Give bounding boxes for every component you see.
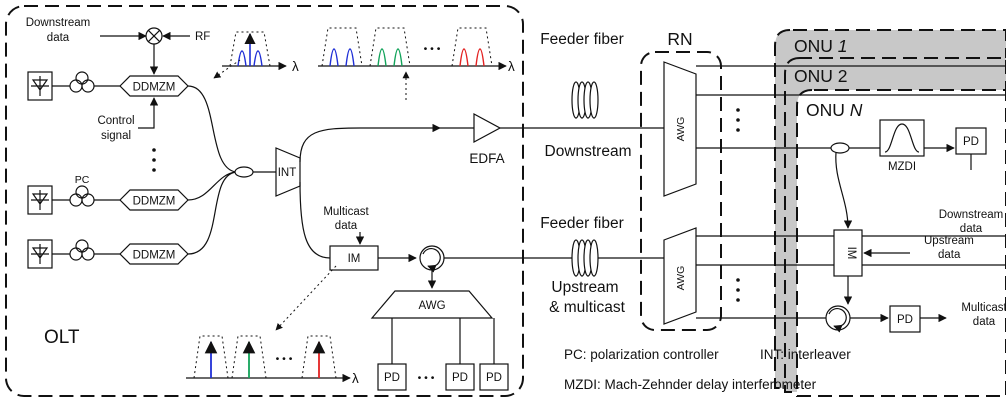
control-signal-label-line1: Control — [97, 115, 134, 127]
interleaver-label: INT — [278, 167, 297, 179]
pc-label: PC — [75, 174, 90, 186]
rf-label: RF — [195, 31, 210, 43]
mzdi-label: MZDI — [888, 161, 916, 173]
onu-multicast-data-line1: Multicast — [961, 302, 1006, 314]
onu-pd-multicast-label: PD — [897, 314, 913, 326]
onu-n-label: ONU N — [806, 100, 863, 120]
onu-pd-downstream-label: PD — [963, 136, 979, 148]
spectrum-3-ellipsis: • • • — [276, 353, 293, 365]
olt-im-label: IM — [348, 253, 361, 265]
legend-mzdi: MZDI: Mach-Zehnder delay interferometer — [564, 377, 817, 392]
control-signal-label-line2: signal — [101, 130, 131, 142]
rf-mixer — [145, 27, 163, 45]
onu-downstream-data-line2: data — [960, 223, 983, 235]
olt-receiver-awg-label: AWG — [418, 300, 445, 312]
ddmzm-2-label: DDMZM — [133, 196, 176, 208]
laser-1 — [27, 71, 53, 101]
onu-multicast-data-line2: data — [973, 316, 996, 328]
polarization-controller-2 — [69, 185, 95, 207]
rn-awg-upstream-label: AWG — [675, 266, 687, 291]
feeder-fiber-spool-top — [571, 81, 599, 119]
spectrum-1-lambda: λ — [292, 59, 299, 74]
olt-pd-ellipsis: • • • — [418, 372, 435, 384]
spectrum-inset-2: λ • • • — [318, 27, 515, 74]
onu-pd-multicast — [889, 305, 921, 333]
olt-pd-2-label: PD — [452, 372, 468, 384]
spectrum-2-lambda: λ — [508, 59, 515, 74]
onu-pd-downstream — [955, 127, 987, 155]
rn-port-ellipsis-top — [736, 108, 740, 132]
channel-ellipsis — [152, 148, 156, 172]
polarization-controller-3 — [69, 239, 95, 261]
multicast-data-label-line1: Multicast — [323, 206, 369, 218]
olt-circulator — [419, 245, 445, 273]
olt-pd-3-label: PD — [486, 372, 502, 384]
olt-label: OLT — [44, 327, 80, 348]
spectrum-inset-3: λ • • • — [186, 335, 359, 386]
polarization-controller-1 — [69, 71, 95, 93]
olt-pd-1 — [377, 363, 407, 391]
spectrum-3-lambda: λ — [352, 371, 359, 386]
feeder-fiber-top-label: Feeder fiber — [540, 31, 624, 48]
ddmzm-3-label: DDMZM — [133, 250, 176, 262]
olt-enclosure — [5, 5, 524, 397]
onu-downstream-data-line1: Downstream — [939, 209, 1004, 221]
onu-intensity-modulator — [833, 229, 863, 277]
onu-upstream-data-line2: data — [938, 249, 961, 261]
optical-coupler — [234, 166, 254, 178]
multicast-data-label-line2: data — [335, 220, 358, 232]
laser-2 — [27, 185, 53, 215]
feeder-fiber-spool-bottom — [571, 239, 599, 277]
rn-awg-downstream-label: AWG — [675, 117, 687, 142]
multicast-label: & multicast — [549, 299, 625, 316]
rn-label: RN — [667, 29, 692, 49]
laser-3 — [27, 239, 53, 269]
rn-port-ellipsis-bottom — [736, 278, 740, 302]
ddmzm-1-label: DDMZM — [133, 82, 176, 94]
spectrum-2-ellipsis: • • • — [424, 43, 441, 55]
olt-pd-2 — [445, 363, 475, 391]
olt-pd-3 — [479, 363, 509, 391]
upstream-label: Upstream — [551, 279, 618, 296]
edfa-label: EDFA — [469, 151, 504, 166]
onu-im-label: IM — [845, 247, 857, 260]
onu-2-label: ONU 2 — [794, 66, 847, 86]
rn-awg-upstream — [663, 227, 697, 325]
onu-upstream-data-line1: Upstream — [924, 235, 974, 247]
downstream-label: Downstream — [545, 143, 632, 160]
edfa — [473, 112, 502, 144]
legend-int: INT: interleaver — [760, 347, 851, 362]
onu-coupler — [830, 142, 850, 154]
feeder-fiber-bottom-label: Feeder fiber — [540, 215, 624, 232]
rn-enclosure — [640, 51, 722, 331]
onu-1-label: ONU 1 — [794, 36, 847, 56]
rn-awg-downstream — [663, 61, 697, 197]
olt-pd-1-label: PD — [384, 372, 400, 384]
downstream-data-label-line1: Downstream — [26, 17, 91, 29]
olt-receiver-awg — [370, 290, 494, 319]
legend-pc: PC: polarization controller — [564, 347, 719, 362]
onu-circulator — [825, 305, 851, 333]
spectrum-inset-1: λ — [222, 31, 299, 74]
downstream-data-label-line2: data — [47, 32, 70, 44]
